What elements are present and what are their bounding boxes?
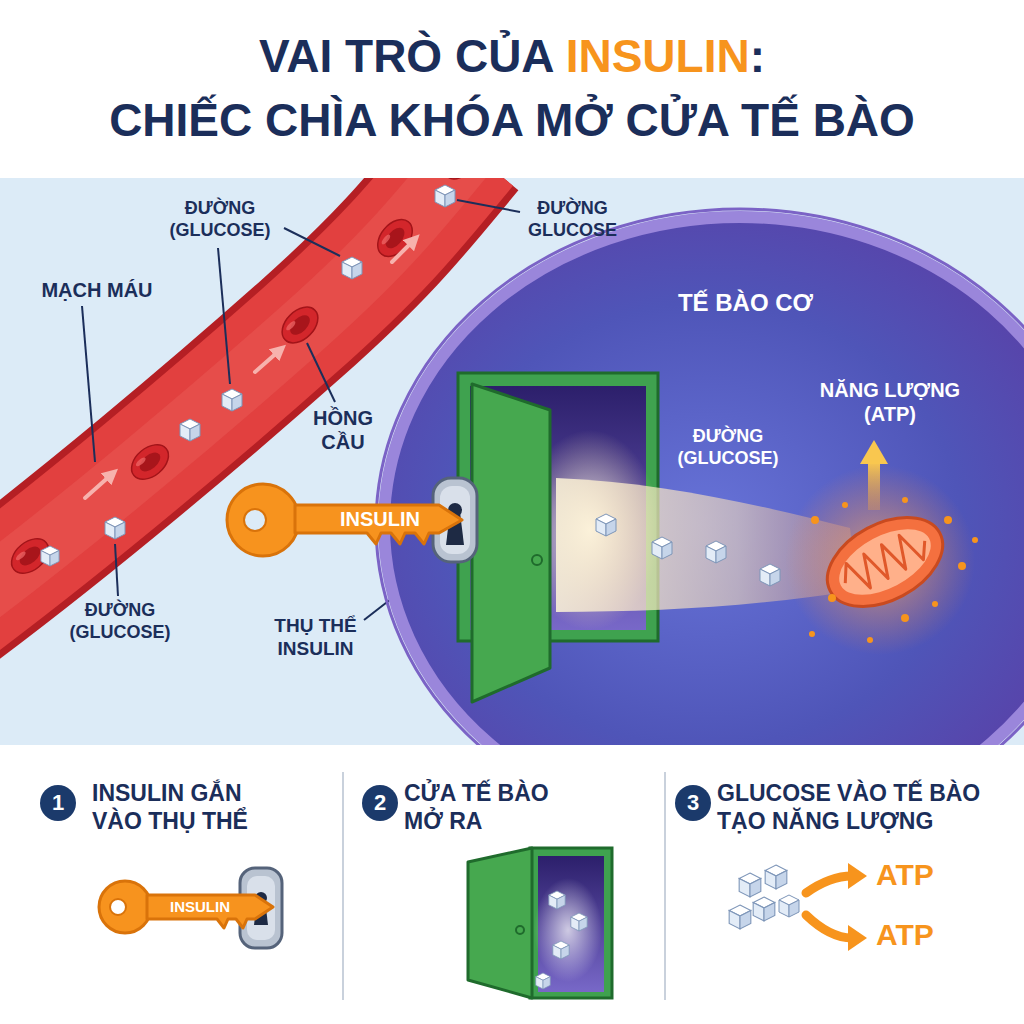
insulin-key-small: INSULIN xyxy=(95,875,275,939)
callout-number: 3 xyxy=(675,785,711,821)
step-heading: GLUCOSE VÀO TẾ BÀO TẠO NĂNG LƯỢNG xyxy=(717,779,1005,835)
callout-number: 2 xyxy=(362,785,398,821)
open-door-icon xyxy=(468,848,612,1015)
key-label: INSULIN xyxy=(151,897,249,917)
callout-number: 1 xyxy=(40,785,76,821)
step-dividers xyxy=(343,772,665,1000)
energy-label: NĂNG LƯỢNG (ATP) xyxy=(800,378,980,426)
diagram-title: VAI TRÒ CỦA INSULIN: CHIẾC CHÌA KHÓA MỞ … xyxy=(12,24,1012,152)
atp-label: ATP xyxy=(876,857,966,893)
receptor-label: THỤ THỂ INSULIN xyxy=(248,615,383,661)
insulin-key: INSULIN xyxy=(225,478,465,562)
vessel-label: MẠCH MÁU xyxy=(22,278,172,302)
key-label: INSULIN xyxy=(325,507,435,531)
atp-label: ATP xyxy=(876,917,966,953)
step-panel: 1 INSULIN GẮN VÀO THỤ THỂ INSULIN xyxy=(40,775,335,1010)
muscle-cell: TẾ BÀO CƠ xyxy=(368,204,1024,745)
title-part: : xyxy=(750,30,765,82)
glucose-label: ĐƯỜNG GLUCOSE xyxy=(515,198,630,241)
glucose-label: ĐƯỜNG (GLUCOSE) xyxy=(668,426,788,469)
cell-name: TẾ BÀO CƠ xyxy=(648,288,843,318)
glucose-label: ĐƯỜNG (GLUCOSE) xyxy=(155,198,285,241)
title-line: CHIẾC CHÌA KHÓA MỞ CỬA TẾ BÀO xyxy=(12,88,1012,152)
title-highlight: INSULIN xyxy=(566,30,750,82)
glucose-label: ĐƯỜNG (GLUCOSE) xyxy=(60,600,180,643)
title-part: VAI TRÒ CỦA xyxy=(259,30,566,82)
step-heading: CỬA TẾ BÀO MỞ RA xyxy=(404,779,582,835)
title-line: VAI TRÒ CỦA INSULIN: xyxy=(12,24,1012,88)
muscle-cell-outline xyxy=(368,204,1024,745)
step-heading: INSULIN GẮN VÀO THỤ THỂ xyxy=(92,779,287,835)
step-panel: 2CỬA TẾ BÀO MỞ RA xyxy=(362,775,657,1010)
glucose-to-atp-icon xyxy=(729,863,867,951)
step-panel: 3GLUCOSE VÀO TẾ BÀO TẠO NĂNG LƯỢNG xyxy=(675,775,1015,1010)
red-cell-label: HỒNG CẦU xyxy=(298,406,388,454)
